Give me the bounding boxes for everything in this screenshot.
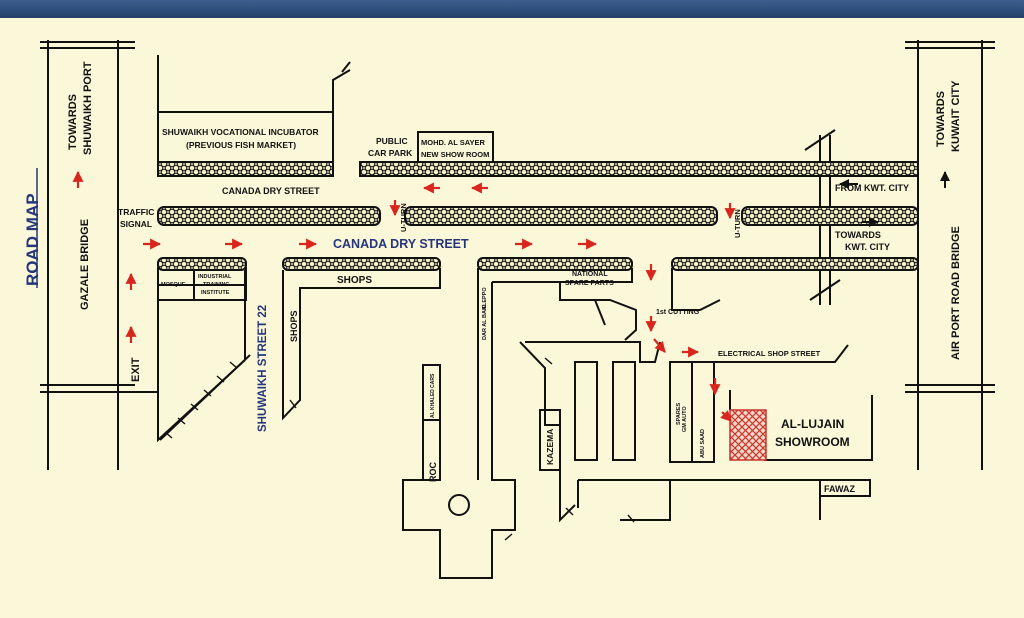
canada-dry-street-small: CANADA DRY STREET: [222, 186, 320, 196]
showroom-label: SHOWROOM: [775, 435, 850, 449]
shuwaikh-street-22-label: SHUWAIKH STREET 22: [257, 305, 269, 432]
roc-label: ROC: [428, 462, 438, 483]
abu-saad-label: ABU SAAD: [700, 429, 706, 458]
showroom-marker[interactable]: [729, 409, 767, 461]
fawaz-label: FAWAZ: [824, 484, 856, 494]
aleppo-label: ALEPPO: [482, 287, 488, 310]
median-strips: [157, 161, 919, 271]
u-turn-1-label: U-TURN: [399, 203, 408, 232]
towards-kwt-label: TOWARDS: [835, 230, 881, 240]
spares-label: SPARES: [676, 402, 682, 425]
kwt-city-label: KWT. CITY: [845, 242, 890, 252]
from-kwt-city-label: FROM KWT. CITY: [835, 183, 909, 193]
direction-arrows: [72, 170, 736, 422]
mosque-label: MOSQUE: [161, 282, 186, 288]
towards-kuwait-label: TOWARDS: [935, 91, 947, 147]
exit-label: EXIT: [130, 357, 142, 382]
first-cutting-label: 1st CUTTING: [656, 309, 700, 316]
al-khaled-label: AL KHALED CARS: [430, 373, 436, 418]
spare-parts-label: SPARE PARTS: [565, 280, 614, 287]
incubator-label: SHUWAIKH VOCATIONAL INCUBATOR: [162, 127, 319, 137]
traffic-label: TRAFFIC: [118, 207, 154, 217]
u-turn-2-label: U-TURN: [733, 209, 742, 238]
incubator-sub-label: (PREVIOUS FISH MARKET): [186, 140, 296, 150]
shops-label: SHOPS: [337, 275, 372, 286]
airport-bridge-label: AIR PORT ROAD BRIDGE: [950, 226, 962, 360]
public-label: PUBLIC: [376, 136, 408, 146]
kuwait-city-label: KUWAIT CITY: [950, 80, 962, 152]
header-bar: [0, 0, 1024, 18]
towards-shuwaikh-label: TOWARDS: [67, 94, 79, 150]
electrical-street-label: ELECTRICAL SHOP STREET: [718, 349, 821, 358]
industrial-label: INDUSTRIAL: [198, 274, 232, 280]
map-title: ROAD MAP: [23, 193, 42, 286]
dar-al-baid-label: DAR AL BAID: [482, 305, 488, 340]
road-ticks: [164, 357, 635, 541]
national-label: NATIONAL: [572, 271, 608, 278]
training-label: TRAINING: [203, 282, 230, 288]
road-lines: [40, 40, 995, 579]
new-show-room-label: NEW SHOW ROOM: [421, 150, 489, 159]
al-lujain-label: AL-LUJAIN: [781, 417, 844, 431]
kazema-label: KAZEMA: [545, 429, 555, 465]
shuwaikh-port-label: SHUWAIKH PORT: [82, 61, 94, 155]
car-park-label: CAR PARK: [368, 148, 413, 158]
black-arrows: [839, 171, 950, 227]
institute-label: INSTITUTE: [201, 290, 230, 296]
signal-label: SIGNAL: [120, 219, 152, 229]
gazale-bridge-label: GAZALE BRIDGE: [79, 219, 91, 310]
sayer-label: MOHD. AL SAYER: [421, 138, 485, 147]
canada-dry-street-main: CANADA DRY STREET: [333, 237, 469, 251]
gm-auto-label: GM AUTO: [682, 406, 688, 432]
shops-vertical-label: SHOPS: [289, 310, 299, 342]
